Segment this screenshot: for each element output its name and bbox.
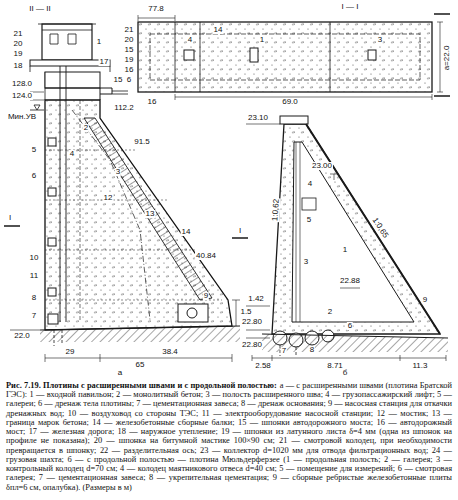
dimension-label: 112.2 bbox=[113, 104, 134, 112]
callout-number: 3 bbox=[115, 168, 121, 176]
callout-number: 3 bbox=[377, 36, 383, 44]
callout-number: 18 bbox=[13, 62, 24, 70]
callout-number: 11 bbox=[29, 272, 39, 280]
callout-number: 65 bbox=[135, 361, 146, 369]
callout-number: 4 bbox=[187, 36, 193, 44]
dimension-label: 124.0 bbox=[11, 92, 33, 100]
callout-number: 1 bbox=[96, 38, 102, 46]
dimension-label: 23.00 bbox=[311, 162, 333, 170]
callout-number: 20 bbox=[13, 40, 24, 48]
callout-number: 6 bbox=[126, 76, 132, 84]
callout-number: 21 bbox=[124, 26, 135, 34]
callout-number: 13 bbox=[145, 210, 156, 218]
dimension-label: 22.80 bbox=[241, 341, 263, 349]
callout-number: 16 bbox=[124, 66, 135, 74]
callout-number: 2 bbox=[327, 308, 333, 316]
callout-number: 17 bbox=[99, 58, 110, 66]
dimension-label: 1:0,65 bbox=[370, 216, 390, 241]
callout-number: 6 bbox=[347, 322, 353, 330]
dimension-label: 77.8 bbox=[147, 5, 165, 13]
dimension-label: 1.42 bbox=[247, 295, 265, 303]
dimension-label: 128.0 bbox=[11, 80, 33, 88]
callout-number: 8 bbox=[31, 294, 37, 302]
dimension-label: 38.4 bbox=[161, 348, 179, 356]
callout-number: 20 bbox=[124, 36, 135, 44]
figure-caption: Рис. 7.19. Плотины с расширенными швами … bbox=[6, 381, 452, 498]
dimension-label: 22.80 bbox=[241, 318, 263, 326]
dimension-label: 1:0,62 bbox=[271, 198, 281, 223]
callout-number: 10 bbox=[29, 254, 40, 262]
dimension-label: 2.58 bbox=[254, 362, 272, 370]
callout-number: 4 bbox=[307, 180, 313, 188]
callout-number: 21 bbox=[13, 30, 24, 38]
figure-title: Рис. 7.19. Плотины с расширенными швами … bbox=[6, 381, 277, 390]
callout-number: 8 bbox=[309, 346, 315, 354]
callout-number: 14 bbox=[213, 26, 224, 34]
callout-number: 5 bbox=[31, 146, 37, 154]
dimension-label: 11.3 bbox=[412, 362, 429, 370]
dimension-label: 22.88 bbox=[339, 277, 361, 285]
dimension-label: a=22.0 bbox=[443, 45, 451, 72]
dimension-label: 91.5 bbox=[133, 138, 151, 146]
dimension-label: 69.0 bbox=[281, 98, 299, 106]
callout-number: 4 bbox=[69, 150, 75, 158]
callout-number: 7 bbox=[31, 312, 37, 320]
dimension-label: Мин.УВ bbox=[7, 113, 37, 121]
callout-number: 1 bbox=[342, 246, 348, 254]
callout-number: 5 bbox=[306, 216, 312, 224]
dimension-label: 22.0 bbox=[13, 332, 31, 340]
dimension-label: 1.5 bbox=[239, 308, 252, 316]
callout-number: 1 bbox=[259, 36, 265, 44]
callout-number: 3 bbox=[303, 258, 309, 266]
dimension-label: б bbox=[342, 369, 349, 377]
callout-number: 6 bbox=[31, 172, 37, 180]
callout-number: 19 bbox=[124, 56, 135, 64]
callout-number: 12 bbox=[103, 194, 114, 202]
callout-number: 29 bbox=[65, 348, 76, 356]
callout-number: 2 bbox=[83, 124, 89, 132]
dimension-label: I bbox=[238, 227, 242, 235]
callout-number: 15 bbox=[124, 46, 135, 54]
callout-number: 14 bbox=[181, 228, 192, 236]
dimension-label: а bbox=[117, 369, 123, 377]
callout-number: 16 bbox=[147, 98, 158, 106]
callout-number: 9 bbox=[203, 292, 209, 300]
dimension-label: I bbox=[8, 214, 12, 222]
callout-number: 7 bbox=[281, 347, 287, 355]
callout-number: 19 bbox=[13, 50, 24, 58]
caption-text: а — с расширенными швами (плотина Братск… bbox=[6, 381, 452, 492]
dimension-label: I — I bbox=[341, 3, 360, 11]
dimension-label: 40.84 bbox=[195, 252, 217, 260]
dimension-label: II — II bbox=[28, 5, 51, 13]
callout-number: 15 bbox=[113, 76, 124, 84]
dimension-label: 23.10 bbox=[247, 114, 269, 122]
callout-number: 9 bbox=[422, 296, 428, 304]
